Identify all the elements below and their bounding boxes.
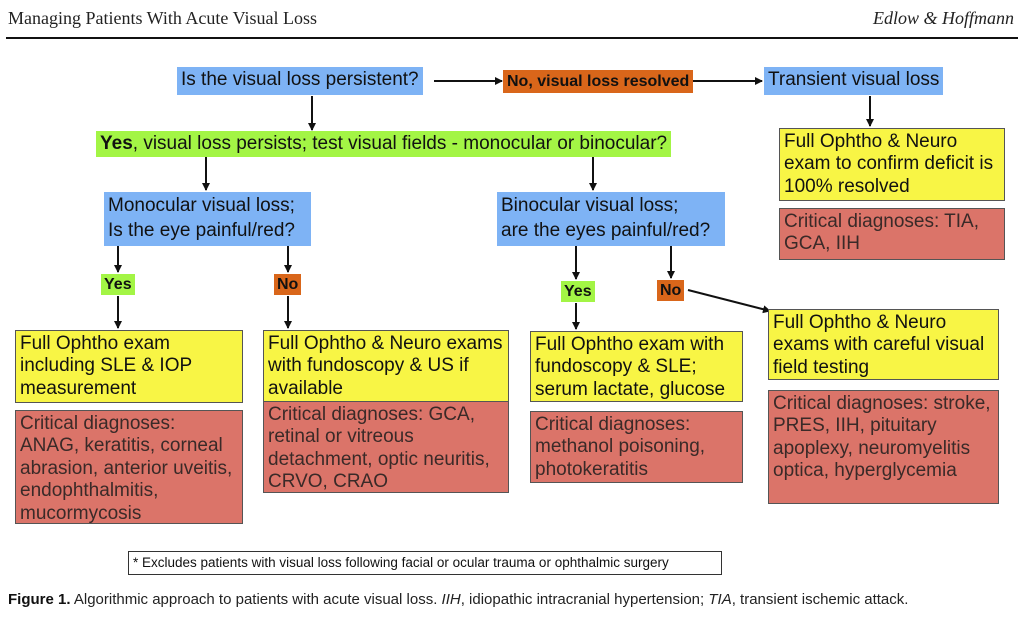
running-title: Managing Patients With Acute Visual Loss (8, 8, 318, 28)
transient-diagnoses-box: Critical diagnoses: TIA, GCA, IIH (779, 208, 1005, 260)
caption-text-2: , idiopathic intracranial hypertension; (460, 591, 709, 608)
persists-text: , visual loss persists; test visual fiel… (132, 133, 668, 154)
caption-abbr-iih: IIH (441, 591, 461, 608)
persists-yes-word: Yes (100, 133, 133, 154)
binocular-no-label: No (657, 280, 685, 301)
bino-yes-exam-box: Full Ophtho exam with fundoscopy & SLE; … (530, 331, 743, 402)
exclusion-footnote: * Excludes patients with visual loss fol… (128, 551, 722, 575)
binocular-question: Binocular visual loss; are the eyes pain… (497, 192, 725, 246)
caption-text-3: , transient ischemic attack. (731, 591, 909, 608)
monocular-line1: Monocular visual loss; (108, 195, 295, 216)
transient-loss-box: Transient visual loss (764, 67, 944, 95)
authors: Edlow & Hoffmann (872, 8, 1014, 28)
binocular-yes-label: Yes (561, 281, 595, 302)
monocular-line2: Is the eye painful/red? (108, 219, 295, 241)
mono-yes-diagnoses-box: Critical diagnoses: ANAG, keratitis, cor… (15, 410, 243, 524)
monocular-yes-label: Yes (101, 274, 135, 295)
figure-label: Figure 1. (8, 591, 71, 608)
transient-exam-box: Full Ophtho & Neuro exam to confirm defi… (779, 128, 1005, 201)
figure-caption: Figure 1. Algorithmic approach to patien… (8, 590, 1018, 610)
binocular-line2: are the eyes painful/red? (501, 219, 711, 241)
bino-yes-diagnoses-box: Critical diagnoses: methanol poisoning, … (530, 411, 743, 483)
binocular-line1: Binocular visual loss; (501, 195, 679, 216)
mono-no-diagnoses-box: Critical diagnoses: GCA, retinal or vitr… (263, 401, 509, 493)
bino-no-exam-box: Full Ophtho & Neuro exams with careful v… (768, 309, 999, 380)
caption-text-1: Algorithmic approach to patients with ac… (70, 591, 442, 608)
persistent-question: Is the visual loss persistent? (177, 67, 423, 95)
mono-no-exam-box: Full Ophtho & Neuro exams with fundoscop… (263, 330, 509, 402)
header-rule (6, 37, 1018, 39)
mono-yes-exam-box: Full Ophtho exam including SLE & IOP mea… (15, 330, 243, 403)
monocular-question: Monocular visual loss; Is the eye painfu… (104, 192, 311, 246)
no-resolved-label: No, visual loss resolved (503, 70, 694, 93)
caption-abbr-tia: TIA (708, 591, 732, 608)
bino-no-diagnoses-box: Critical diagnoses: stroke, PRES, IIH, p… (768, 390, 999, 504)
monocular-no-label: No (274, 274, 302, 295)
arrow-bino-no-to-exam (687, 289, 771, 314)
persists-box: Yes, visual loss persists; test visual f… (96, 131, 672, 157)
